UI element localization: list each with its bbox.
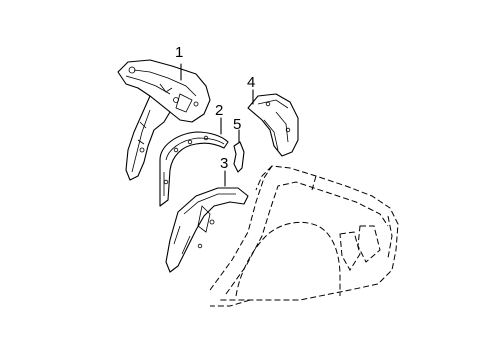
callout-2: 2 [215,102,223,119]
callout-3: 3 [220,155,228,172]
part-2-wheelhouse-liner[interactable] [159,117,229,207]
quarter-panel-outline [209,165,399,307]
callout-1: 1 [175,44,183,61]
part-5-clip[interactable] [233,129,245,173]
part-3-splash-shield[interactable] [165,170,249,273]
part-1-inner-panel[interactable] [117,59,211,181]
part-4-bracket[interactable] [247,89,299,157]
callout-5: 5 [233,116,241,133]
callout-4: 4 [247,74,255,91]
